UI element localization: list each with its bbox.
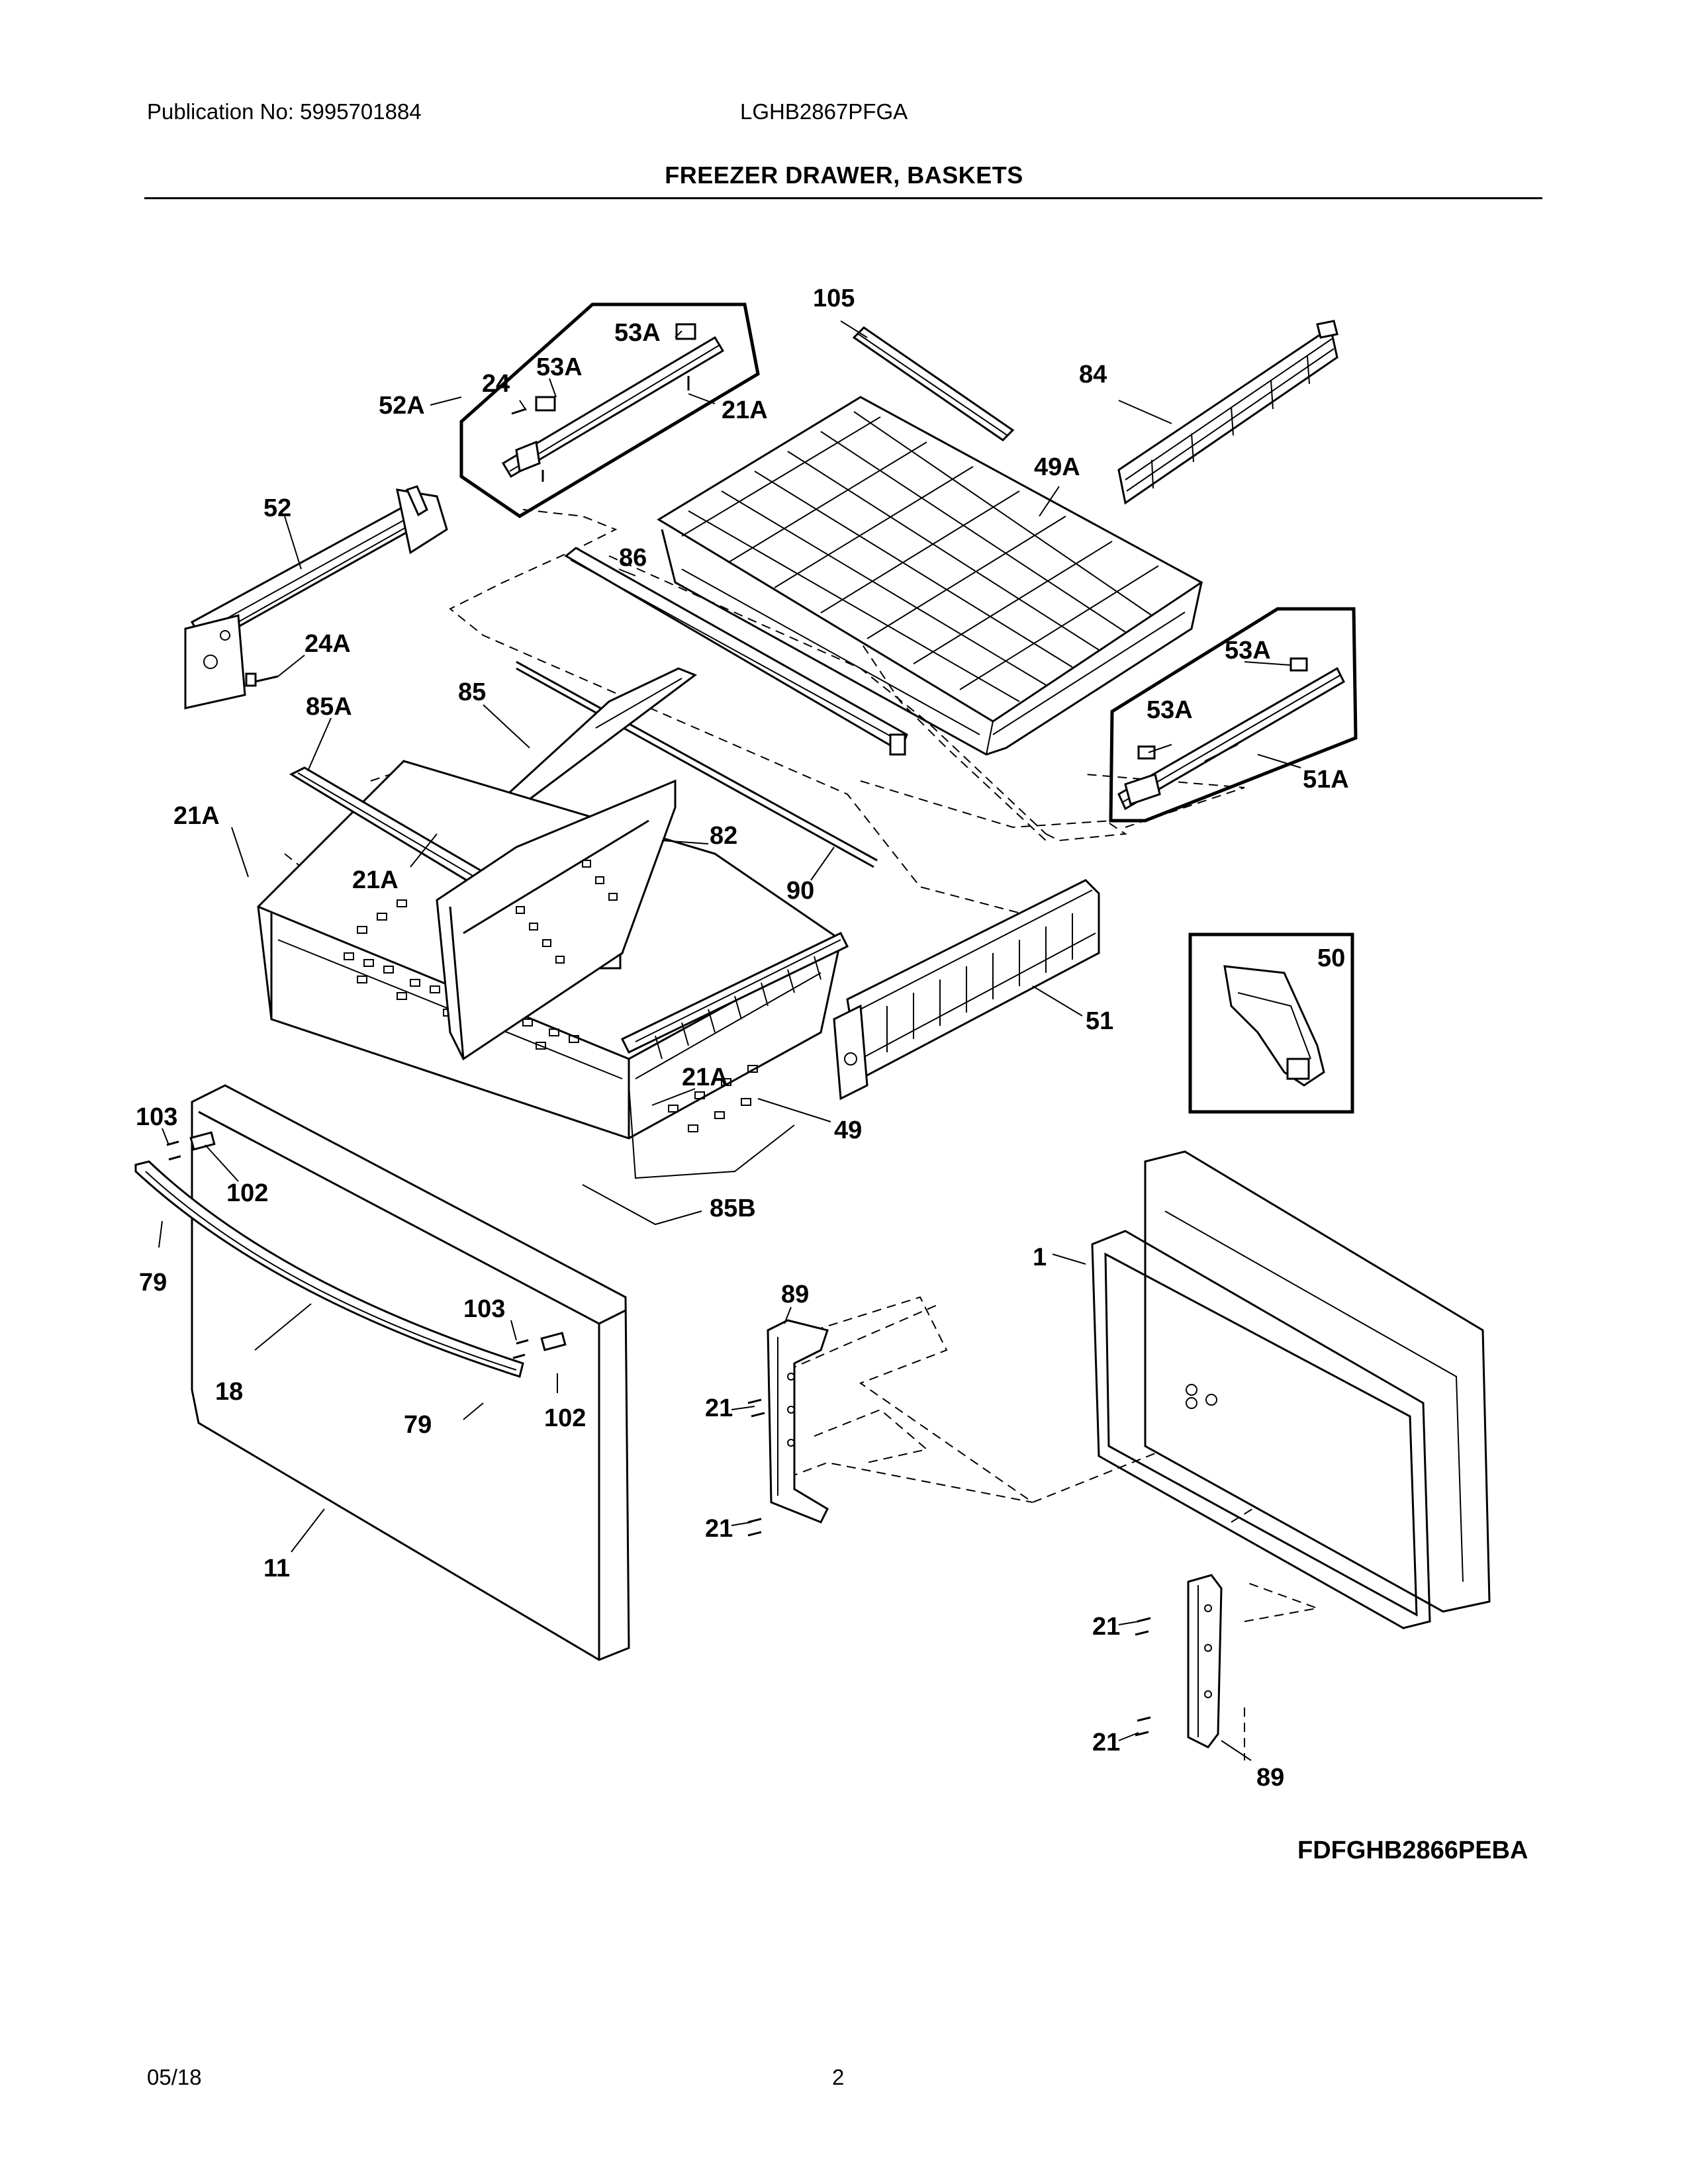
callout-53a-right-top: 53A bbox=[1225, 637, 1271, 664]
callout-21a-mid: 21A bbox=[352, 866, 399, 894]
callout-21a-bottom: 21A bbox=[682, 1064, 728, 1091]
callout-105: 105 bbox=[813, 285, 855, 312]
callout-82: 82 bbox=[710, 822, 737, 850]
callout-21-lower-b: 21 bbox=[1092, 1729, 1120, 1756]
cross-bar-85 bbox=[491, 667, 698, 815]
callout-49a: 49A bbox=[1034, 453, 1080, 481]
model-number: LGHB2867PFGA bbox=[740, 99, 908, 124]
callout-53a-box: 53A bbox=[536, 353, 583, 381]
callout-89-top: 89 bbox=[781, 1281, 809, 1308]
callout-21-lower-a: 21 bbox=[1092, 1613, 1120, 1641]
bar-105 bbox=[852, 326, 1015, 441]
hinge-bracket-89-lower bbox=[1135, 1574, 1223, 1749]
callout-21a-left: 21A bbox=[173, 802, 220, 830]
page-title: FREEZER DRAWER, BASKETS bbox=[665, 161, 1023, 189]
callout-21-upper-b: 21 bbox=[705, 1515, 733, 1543]
callout-50: 50 bbox=[1317, 944, 1345, 972]
callout-11: 11 bbox=[263, 1555, 290, 1582]
callout-52a: 52A bbox=[379, 392, 425, 420]
page-number: 2 bbox=[832, 2065, 845, 2089]
door-handle-18 bbox=[134, 1160, 524, 1378]
callout-53a-top: 53A bbox=[614, 319, 661, 347]
drawer-front-11 bbox=[191, 1084, 630, 1661]
hinge-bracket-89-upper bbox=[747, 1319, 829, 1537]
bracket-50-inset bbox=[1188, 933, 1354, 1114]
handle-mounts bbox=[166, 1131, 567, 1359]
callout-86: 86 bbox=[619, 544, 647, 572]
callout-103-bottom: 103 bbox=[463, 1295, 505, 1323]
callout-90: 90 bbox=[786, 877, 814, 905]
footer-date: 05/18 bbox=[147, 2065, 202, 2089]
callout-1: 1 bbox=[1033, 1244, 1047, 1271]
callout-89-bottom: 89 bbox=[1256, 1764, 1284, 1792]
callout-21-upper-a: 21 bbox=[705, 1394, 733, 1422]
callout-102-bottom: 102 bbox=[544, 1404, 586, 1432]
publication-number: Publication No: 5995701884 bbox=[147, 99, 422, 124]
wire-basket-49a bbox=[657, 396, 1203, 756]
callout-102-top: 102 bbox=[226, 1179, 268, 1207]
callout-103-top: 103 bbox=[136, 1103, 177, 1131]
callout-85b: 85B bbox=[710, 1195, 756, 1222]
rod-90 bbox=[516, 660, 878, 868]
door-liner-1 bbox=[1091, 1150, 1491, 1629]
small-basket-82 bbox=[436, 779, 677, 1061]
callout-84: 84 bbox=[1079, 361, 1107, 388]
front-bar-86 bbox=[564, 547, 908, 756]
slide-rail-52 bbox=[184, 485, 448, 709]
slide-rail-51a-group bbox=[1109, 607, 1358, 823]
callout-51: 51 bbox=[1086, 1007, 1113, 1035]
callout-52: 52 bbox=[263, 494, 291, 522]
slide-rail-52a-group bbox=[459, 302, 760, 518]
callout-labels: 105 53A 24 53A 52A 21A 84 49A 52 86 24A … bbox=[136, 285, 1349, 1792]
title-rule bbox=[144, 197, 1542, 199]
callout-85a: 85A bbox=[306, 693, 352, 721]
callout-51a: 51A bbox=[1303, 766, 1349, 794]
callout-53a-right: 53A bbox=[1147, 696, 1193, 724]
callout-49: 49 bbox=[834, 1116, 862, 1144]
callout-79-bottom: 79 bbox=[404, 1411, 432, 1439]
callout-85: 85 bbox=[458, 678, 486, 706]
callout-24: 24 bbox=[482, 370, 510, 398]
callout-79-left: 79 bbox=[139, 1269, 167, 1297]
callout-21a-top: 21A bbox=[722, 396, 768, 424]
drawing-code: FDFGHB2866PEBA bbox=[1297, 1837, 1528, 1864]
callout-18: 18 bbox=[215, 1378, 243, 1406]
divider-panel-84 bbox=[1117, 320, 1338, 505]
slide-rail-51 bbox=[833, 879, 1100, 1101]
leader-lines bbox=[158, 320, 1301, 1761]
callout-24a: 24A bbox=[305, 630, 351, 658]
